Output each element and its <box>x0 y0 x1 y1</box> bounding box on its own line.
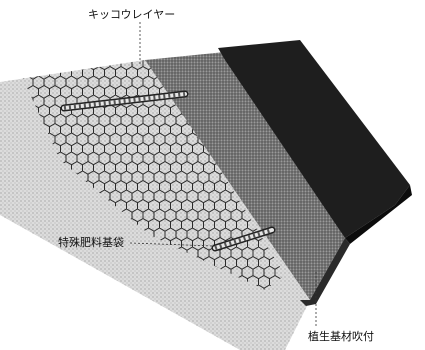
wire-mesh-label: キッコウレイヤー <box>88 8 176 21</box>
mat-side-face <box>345 185 412 244</box>
fertilizer-bag-lower <box>211 226 276 252</box>
fertilizer-bag-label: 特殊肥料基袋 <box>58 236 124 249</box>
substrate-cut-edge <box>300 238 350 306</box>
hexagonal-wire-mesh <box>20 60 285 290</box>
fertilizer-bag-upper <box>60 90 189 112</box>
substrate-spray-layer <box>145 52 345 300</box>
vegetation-mat-layer <box>218 40 410 238</box>
substrate-spray-label: 植生基材吹付 <box>308 330 374 343</box>
